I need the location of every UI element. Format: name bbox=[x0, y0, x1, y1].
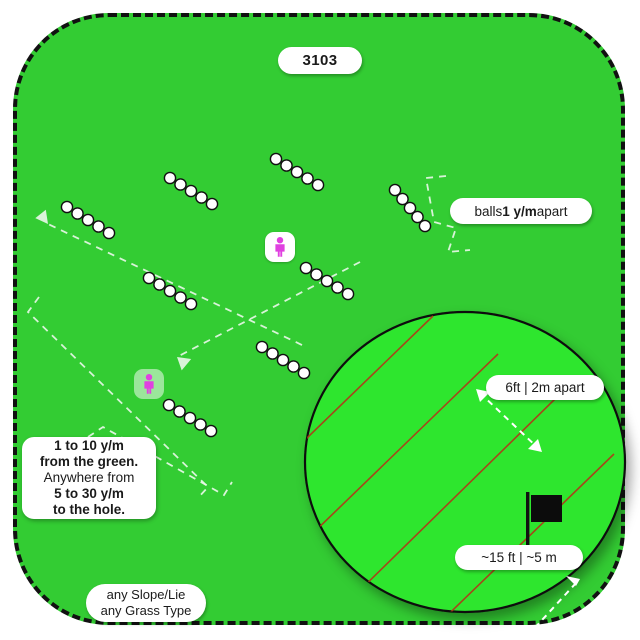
callout-line-3: Anywhere from bbox=[43, 470, 135, 485]
conditions-line-2: any Grass Type bbox=[100, 603, 192, 618]
callout-line-4: 5 to 30 y/m bbox=[54, 486, 124, 501]
conditions-line-1: any Slope/Lie bbox=[106, 587, 186, 602]
callout-line-2: from the green. bbox=[39, 454, 139, 469]
conditions-label: any Slope/Lie any Grass Type bbox=[86, 584, 206, 622]
ball-spacing-suffix: apart bbox=[536, 203, 568, 219]
ball-spacing-value: 1 y/m bbox=[502, 203, 537, 219]
green-measure-arrows bbox=[479, 392, 577, 640]
hole-distance-label: ~15 ft | ~5 m bbox=[455, 545, 583, 570]
player-figure-ghost[interactable] bbox=[134, 369, 164, 399]
distance-callout: 1 to 10 y/m from the green. Anywhere fro… bbox=[22, 437, 156, 519]
hole-distance-text: ~15 ft | ~5 m bbox=[481, 550, 557, 565]
person-icon bbox=[144, 374, 154, 394]
green-spacing-label: 6ft | 2m apart bbox=[486, 375, 604, 400]
player-figure[interactable] bbox=[265, 232, 295, 262]
callout-line-5: to the hole. bbox=[53, 502, 125, 517]
putting-green bbox=[298, 306, 630, 640]
person-icon bbox=[275, 237, 285, 257]
drill-code-text: 3103 bbox=[302, 52, 338, 69]
callout-line-1: 1 to 10 y/m bbox=[54, 438, 124, 453]
flag-icon bbox=[526, 492, 562, 548]
drill-code-badge[interactable]: 3103 bbox=[278, 47, 362, 74]
ball-spacing-prefix: balls bbox=[474, 203, 503, 219]
green-spacing-text: 6ft | 2m apart bbox=[505, 380, 585, 395]
ball-spacing-label: balls 1 y/m apart bbox=[450, 198, 592, 224]
